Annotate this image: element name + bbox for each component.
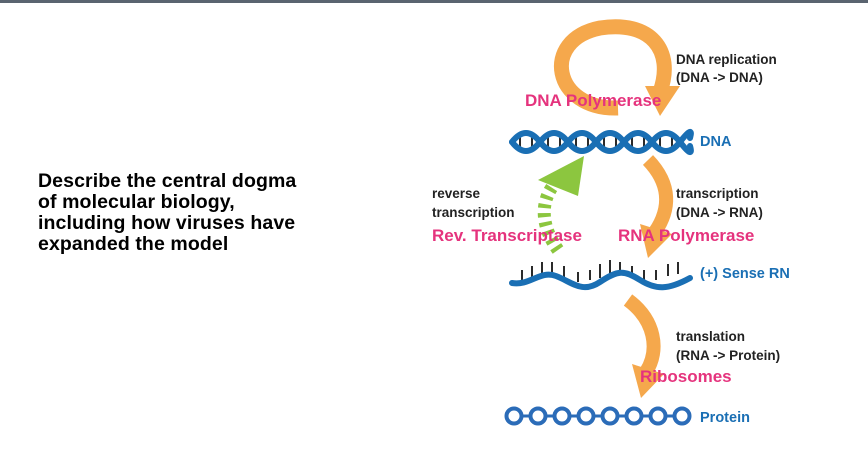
transcription-arrow (640, 155, 674, 258)
question-line-3: including how viruses have (38, 212, 296, 234)
question-line-1: Describe the central dogma (38, 170, 297, 192)
rna-strand (509, 260, 693, 291)
top-divider (0, 0, 868, 3)
protein-bead-chain (504, 406, 692, 426)
rev-transcriptase-label: Rev. Transcriptase (432, 226, 582, 245)
ribosomes-label: Ribosomes (640, 367, 732, 386)
reverse-transcription-arrow (537, 156, 584, 254)
dna-double-helix (509, 129, 694, 155)
translation-label-line1: translation (676, 329, 745, 344)
transcription-label-line2: (DNA -> RNA) (676, 205, 763, 220)
rna-polymerase-label: RNA Polymerase (618, 226, 754, 245)
rna-label: (+) Sense RN (700, 266, 790, 282)
transcription-label-line1: transcription (676, 186, 759, 201)
replication-label-line2: (DNA -> DNA) (676, 70, 763, 85)
reverse-label-line2: transcription (432, 205, 515, 220)
reverse-label-line1: reverse (432, 186, 481, 201)
dna-polymerase-label: DNA Polymerase (525, 91, 661, 110)
replication-label-line1: DNA replication (676, 52, 777, 67)
dna-label: DNA (700, 134, 732, 150)
translation-arrow (623, 294, 664, 398)
question-line-4: expanded the model (38, 233, 229, 255)
translation-label-line2: (RNA -> Protein) (676, 348, 780, 363)
question-line-2: of molecular biology, (38, 191, 235, 213)
protein-label: Protein (700, 410, 750, 426)
replication-loop-arrow (554, 19, 680, 116)
question-text: Describe the central dogma of molecular … (38, 171, 398, 255)
